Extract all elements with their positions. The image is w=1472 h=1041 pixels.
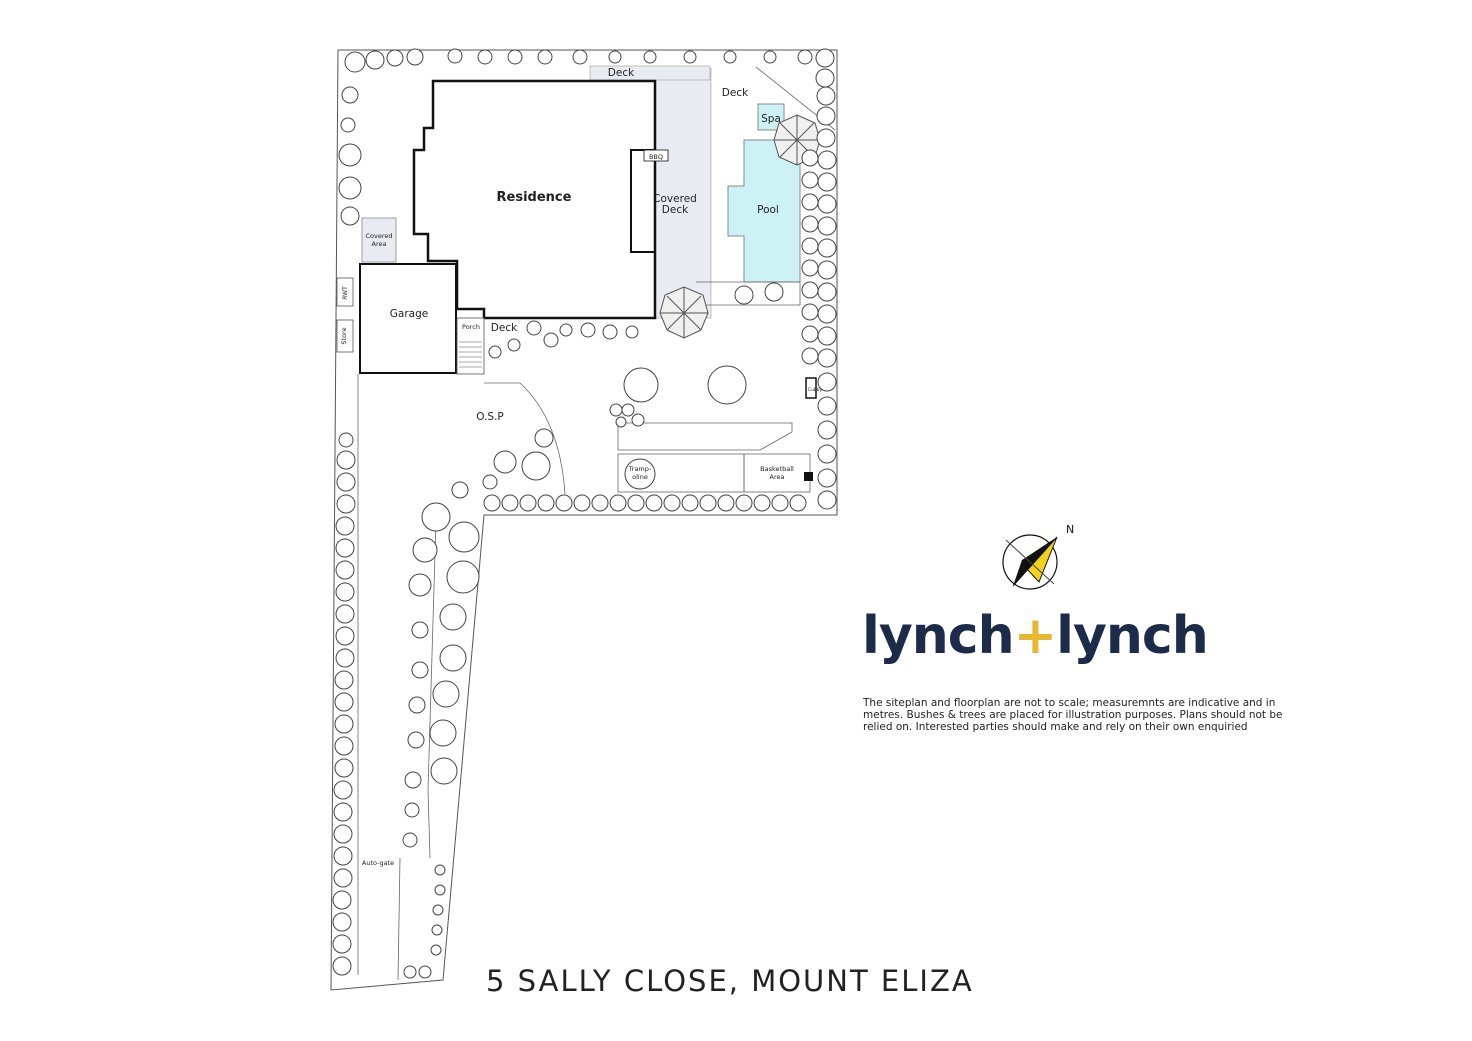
deck-top-label: Deck [608,67,635,79]
compass-north-label: N [1066,523,1074,536]
logo-left: lynch [862,606,1015,666]
logo-right: lynch [1056,606,1209,666]
bbq-label: BBQ [649,153,663,161]
covered-area-label: Covered [365,232,392,240]
driveway [357,374,437,981]
covered-area [361,217,397,263]
garage-label: Garage [390,308,428,320]
deck-front-label: Deck [491,322,518,334]
porch [456,317,485,375]
porch-label: Porch [462,323,480,331]
pool [727,139,801,283]
residence-outline [412,79,657,320]
tree-icon [332,48,837,979]
spa-label: Spa [761,113,781,125]
osp-label: O.S.P [476,411,504,423]
property-address: 5 SALLY CLOSE, MOUNT ELIZA [486,964,974,998]
basketball-label-2: Area [770,473,785,481]
disclaimer-text: The siteplan and floorplan are not to sc… [863,697,1283,733]
store-label: Store [340,327,348,344]
garage [359,263,457,374]
trampoline-label-2: oline [632,473,648,481]
property-boundary [330,49,838,991]
deck-pool-label: Deck [722,87,749,99]
basketball-label: Basketball [760,465,794,473]
cubby-label: Cubby [808,387,823,393]
cubby [805,377,817,399]
covered-deck-label-2: Deck [662,204,689,216]
compass-icon: N [1002,523,1074,590]
logo-plus: + [1013,606,1058,666]
autogate-label: Auto-gate [362,859,394,867]
lynch-logo: lynch+lynch [862,606,1209,666]
covered-deck-label: Covered [653,193,697,205]
trampoline-label: Tramp- [628,465,652,473]
covered-area-label-2: Area [372,240,387,248]
residence-label: Residence [497,190,572,205]
rwt-label: RWT [342,286,349,300]
pool-label: Pool [757,204,779,216]
